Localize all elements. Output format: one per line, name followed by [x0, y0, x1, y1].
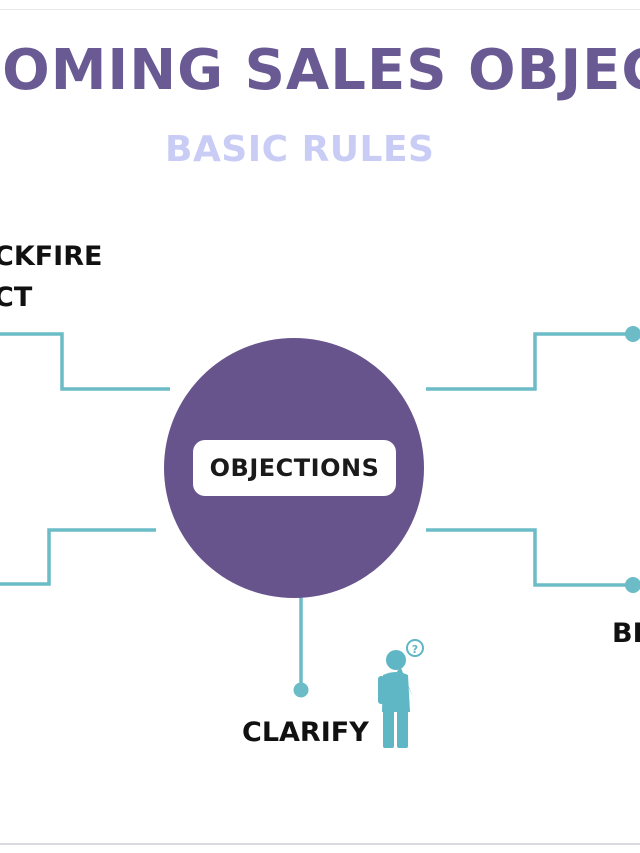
node-dot-top-right [625, 326, 640, 342]
connector-top-right [426, 332, 634, 391]
thinking-person-icon [378, 650, 413, 748]
node-dot-bottom-right [625, 577, 640, 593]
branch-label-top-left-line1: CKFIRE [0, 241, 103, 272]
connector-bottom-left [0, 528, 156, 586]
svg-text:?: ? [412, 643, 418, 656]
branch-label-bottom-right: BE [612, 618, 640, 649]
connector-top-left [0, 332, 170, 391]
question-bubble-icon: ? [406, 639, 424, 657]
bottom-divider [0, 843, 640, 845]
center-label: OBJECTIONS [193, 440, 396, 496]
node-dot-bottom-center [293, 682, 309, 698]
branch-label-top-left-line2: CT [0, 282, 33, 313]
connector-bottom-right [426, 528, 634, 587]
slide-subtitle: BASIC RULES [165, 129, 435, 170]
branch-label-bottom-center: CLARIFY [242, 717, 369, 748]
connector-lines [0, 332, 634, 690]
top-divider [0, 9, 640, 10]
slide-title: COMING SALES OBJECT [0, 38, 640, 103]
